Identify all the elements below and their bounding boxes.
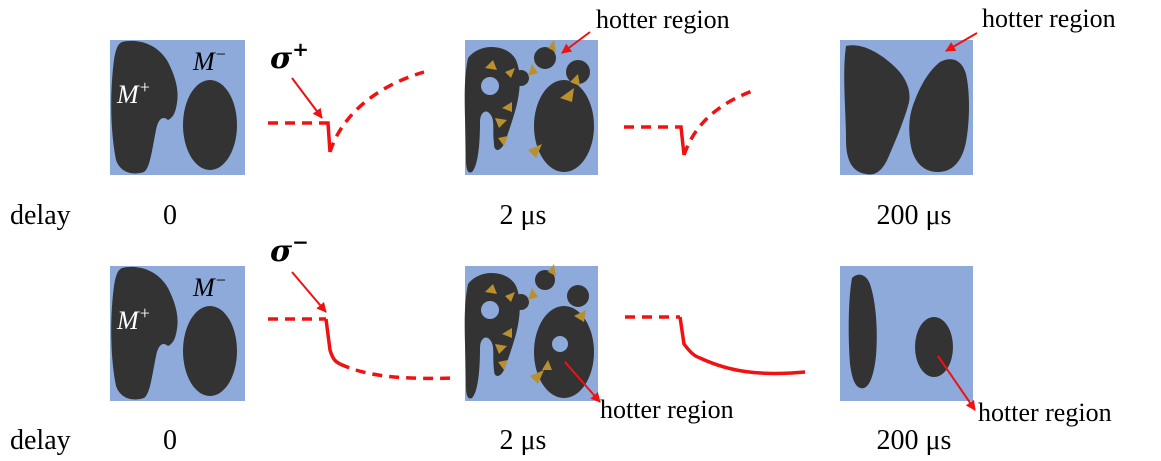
row1-hotter-region-2us-arrow <box>561 31 591 54</box>
row1-panel-initial: M+ M− <box>110 40 245 175</box>
row1-hotter-region-200us-arrow <box>945 32 978 52</box>
row2-delay-label: delay <box>10 425 71 456</box>
m-minus-label: M− <box>192 270 227 302</box>
row1-panel-2us <box>464 40 598 175</box>
row1-hotter-region-200us-label: hotter region <box>982 4 1116 33</box>
row2-panel-initial: M+ M− <box>110 266 245 401</box>
row2-delay-value-0: 0 <box>163 425 177 456</box>
sigma-minus-pointer-arrow <box>291 271 327 313</box>
row1-delay-label: delay <box>10 200 71 231</box>
row1-delay-value-0: 0 <box>163 200 177 231</box>
m-minus-domain <box>183 306 237 396</box>
row1-panel-200us <box>840 40 973 175</box>
row2-hotter-region-2us-arrow <box>564 361 601 403</box>
row1-signal-curve-1 <box>268 70 425 153</box>
sigma-plus-label: σ+ <box>270 37 309 76</box>
row2-hotter-region-200us-arrow <box>937 355 976 411</box>
sigma-minus-label: σ− <box>270 230 309 269</box>
row2-signal-curve-2 <box>625 315 806 376</box>
m-plus-label: M+ <box>116 303 151 335</box>
row1-hotter-region-2us-label: hotter region <box>596 5 730 34</box>
flow-arrows <box>485 40 580 158</box>
flow-arrows <box>485 264 586 384</box>
m-minus-domain <box>183 80 237 170</box>
row2-delay-value-2: 200 μs <box>877 425 952 456</box>
row1-delay-value-1: 2 μs <box>500 200 547 231</box>
row2-panel-200us <box>840 266 973 401</box>
m-minus-label: M− <box>192 44 227 76</box>
row2-delay-value-1: 2 μs <box>500 425 547 456</box>
m-plus-label: M+ <box>116 77 151 109</box>
row2-hotter-region-2us-label: hotter region <box>600 395 734 424</box>
m-plus-domain <box>111 40 178 174</box>
row1-delay-value-2: 200 μs <box>877 200 952 231</box>
m-plus-domain <box>111 266 178 400</box>
sigma-plus-pointer-arrow <box>291 77 323 119</box>
row2-panel-2us <box>464 264 598 401</box>
row2-hotter-region-200us-label: hotter region <box>978 398 1112 427</box>
row1-signal-curve-2 <box>624 88 756 156</box>
row2-signal-curve-1 <box>268 317 456 381</box>
